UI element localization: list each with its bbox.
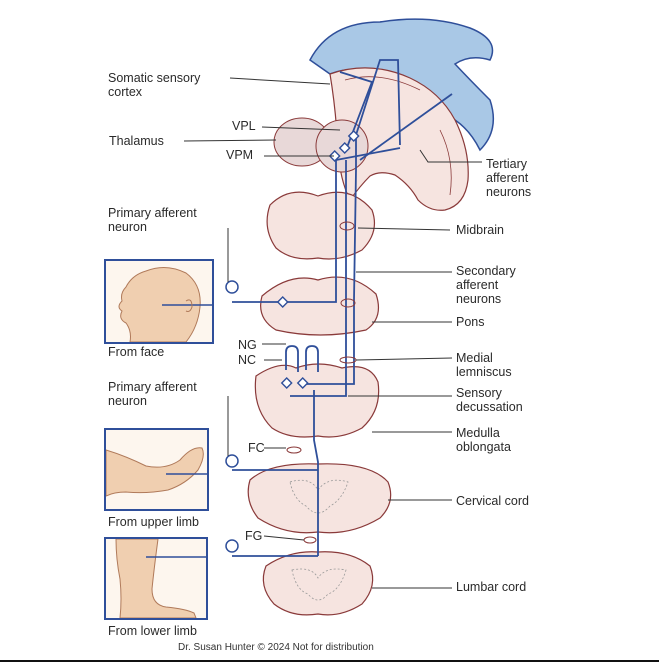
label-from-upper-limb: From upper limb: [108, 515, 199, 529]
label-tertiary-afferent-neurons: Tertiary afferent neurons: [486, 157, 532, 199]
medulla-section: [254, 363, 380, 438]
upper-limb-inset: [104, 428, 209, 511]
lower-limb-inset: [104, 537, 208, 620]
pons-section: [260, 276, 379, 336]
lumbar-cord-section: [262, 551, 374, 616]
label-medial-lemniscus: Medial lemniscus: [456, 351, 512, 379]
label-somatic-sensory-cortex: Somatic sensory cortex: [108, 71, 201, 99]
label-lumbar-cord: Lumbar cord: [456, 580, 527, 594]
label-pons: Pons: [456, 315, 485, 329]
label-thalamus: Thalamus: [109, 134, 164, 148]
label-midbrain: Midbrain: [456, 223, 504, 237]
face-illustration: [118, 267, 212, 342]
leader-lines: [183, 77, 482, 589]
label-nc: NC: [238, 353, 257, 367]
label-from-lower-limb: From lower limb: [108, 624, 197, 638]
copyright-credit: Dr. Susan Hunter © 2024 Not for distribu…: [178, 642, 374, 653]
dorsal-root-ganglia: [225, 280, 239, 553]
relay-nuclei: [276, 130, 360, 389]
cervical-cord-section: [247, 463, 392, 534]
label-primary-afferent-neuron-limb: Primary afferent neuron: [108, 380, 197, 408]
label-sensory-decussation: Sensory decussation: [456, 386, 523, 414]
label-vpm: VPM: [226, 148, 254, 162]
midbrain-section: [266, 191, 375, 260]
label-secondary-afferent-neurons: Secondary afferent neurons: [456, 264, 516, 306]
label-fc: FC: [248, 441, 265, 455]
label-vpl: VPL: [232, 119, 256, 133]
face-inset: [104, 259, 214, 344]
label-primary-afferent-neuron-face: Primary afferent neuron: [108, 206, 197, 234]
upper-limb-illustration: [106, 447, 207, 497]
label-from-face: From face: [108, 345, 165, 359]
label-fg: FG: [245, 529, 263, 543]
bottom-divider: [0, 660, 659, 662]
label-cervical-cord: Cervical cord: [456, 494, 529, 508]
lower-limb-illustration: [115, 539, 206, 618]
label-medulla-oblongata: Medulla oblongata: [456, 426, 511, 454]
label-ng: NG: [238, 338, 257, 352]
afferent-pathways: [232, 59, 453, 557]
